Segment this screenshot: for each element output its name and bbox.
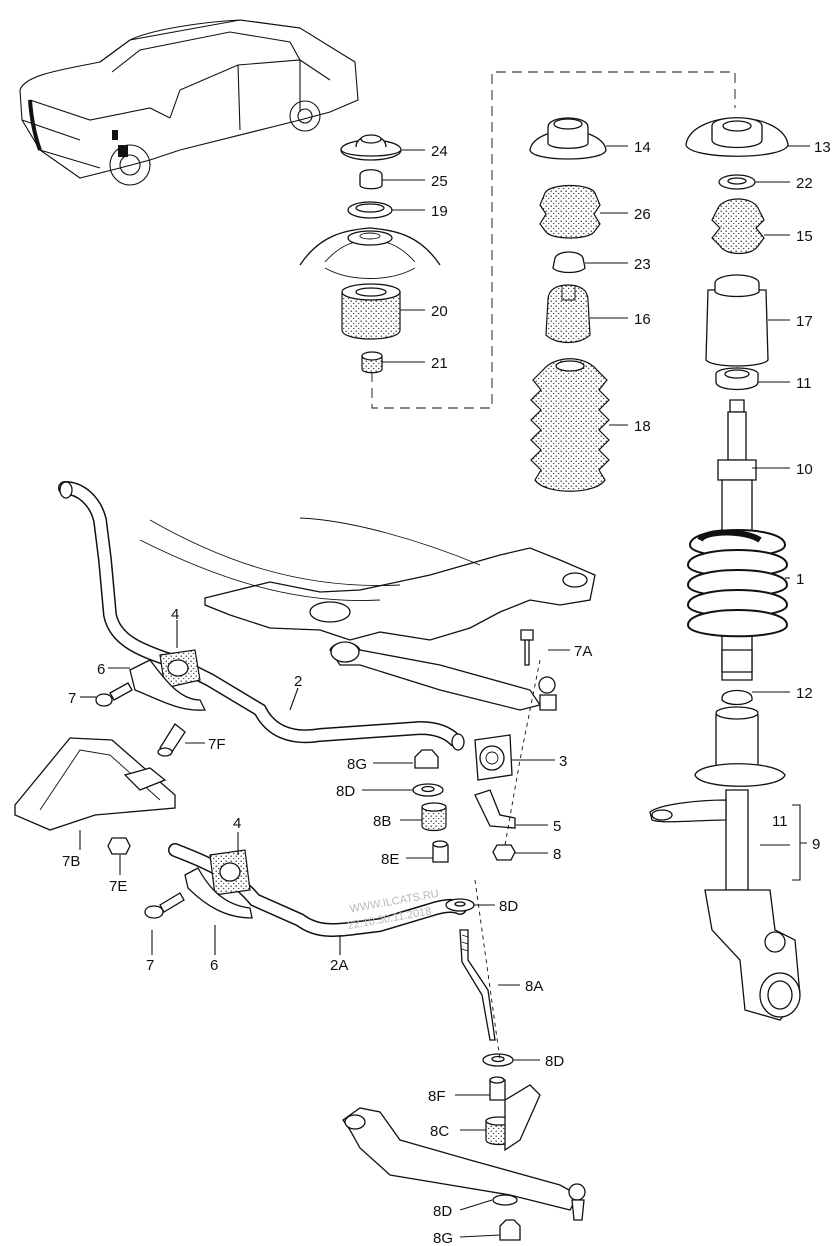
callout-7F: 7F [208,736,226,753]
callout-10: 10 [796,461,813,478]
callout-13: 13 [814,139,831,156]
callout-1: 1 [796,571,804,588]
callout-8D-bottom: 8D [433,1203,452,1220]
callout-8D-lower: 8D [545,1053,564,1070]
callout-11-upper: 11 [796,375,812,392]
callout-4-lower: 4 [233,815,241,832]
callout-17: 17 [796,313,813,330]
callout-6-upper: 6 [97,661,105,678]
callout-8F: 8F [428,1088,446,1105]
callout-labels: 24 25 19 20 21 14 26 23 16 18 13 22 15 1… [62,139,831,1246]
callout-12: 12 [796,685,813,702]
callout-25: 25 [431,173,448,190]
callout-8G-bottom: 8G [433,1230,453,1246]
callout-8D-middle: 8D [499,898,518,915]
callout-8B: 8B [373,813,391,830]
strut-assembly-right [649,117,801,1021]
coil-spring [687,529,789,638]
callout-7B: 7B [62,853,80,870]
callout-3: 3 [559,753,567,770]
callout-15: 15 [796,228,813,245]
assembly-connector-line [371,71,736,409]
callout-2A: 2A [330,957,348,974]
callout-16: 16 [634,311,651,328]
callout-6-lower: 6 [210,957,218,974]
callout-14: 14 [634,139,651,156]
leader-lines [79,145,810,1238]
callout-8C: 8C [430,1123,449,1140]
strut-mount-middle-stack [529,117,610,492]
callout-2: 2 [294,673,302,690]
callout-7E: 7E [109,878,127,895]
callout-8D-upper: 8D [336,783,355,800]
callout-19: 19 [431,203,448,220]
callout-23: 23 [634,256,651,273]
callout-26: 26 [634,206,651,223]
callout-24: 24 [431,143,448,160]
vehicle-outline-illustration [19,19,359,186]
callout-8: 8 [553,846,561,863]
callout-11-lower: 11 [772,813,788,830]
callout-8A: 8A [525,978,543,995]
callout-21: 21 [431,355,448,372]
callout-5: 5 [553,818,561,835]
callout-7-lower: 7 [146,957,154,974]
strut-mount-left-stack [299,134,441,374]
subframe-and-stabilizer [14,481,596,937]
callout-20: 20 [431,303,448,320]
callout-7A: 7A [574,643,592,660]
callout-22: 22 [796,175,813,192]
callout-8E: 8E [381,851,399,868]
callout-7-upper: 7 [68,690,76,707]
callout-18: 18 [634,418,651,435]
callout-9: 9 [812,836,820,853]
callout-4-upper: 4 [171,606,179,623]
callout-8G-upper: 8G [347,756,367,773]
stabilizer-link-stack [342,898,586,1241]
